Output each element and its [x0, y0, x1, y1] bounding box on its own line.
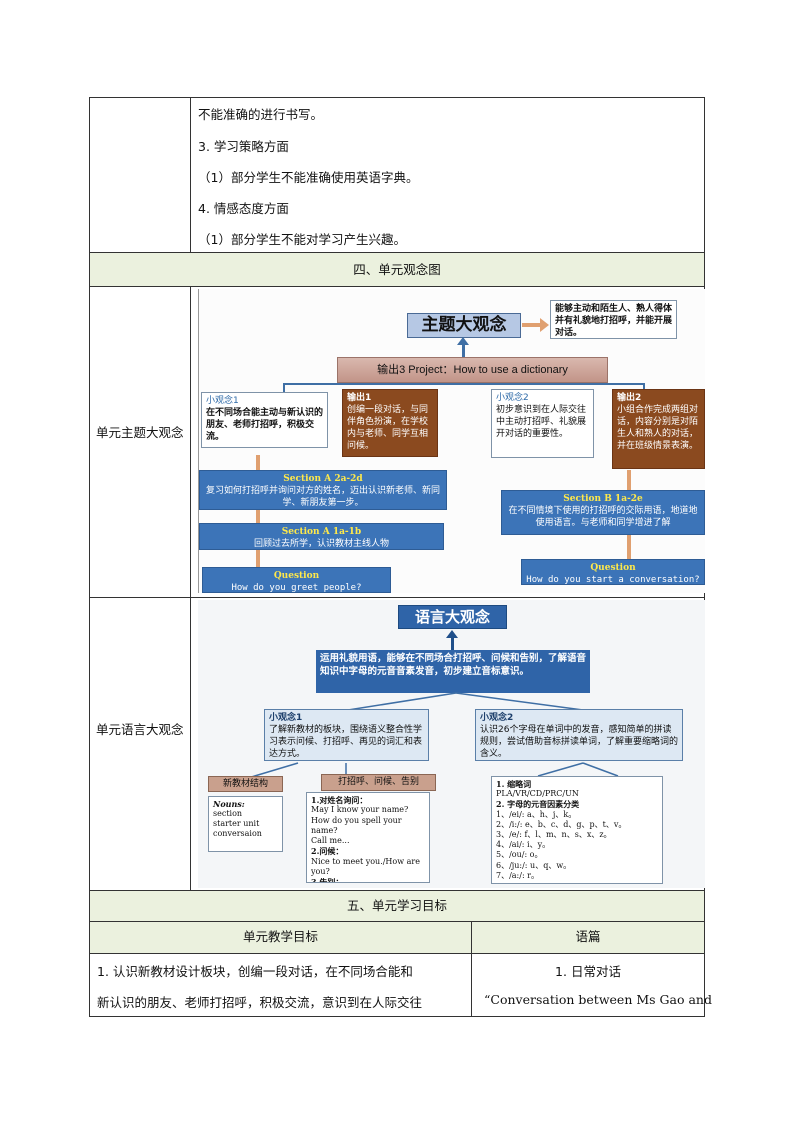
list-line: 1.对姓名询问： [311, 795, 368, 805]
theme-idea2-box: 小观念2 初步意识到在人际交往中主动打招呼、礼貌展开对话的重要性。 [491, 389, 594, 458]
language-idea1-box: 小观念1 了解新教材的板块，围绕语义整合性学习表示问候、打招呼、再见的词汇和表达… [264, 709, 429, 761]
row2-label: 单元语言大观念 [96, 722, 184, 737]
nouns-heading: Nouns: [213, 799, 245, 809]
lang-idea1-title: 小观念1 [269, 713, 303, 723]
language-idea2-box: 小观念2 认识26个字母在单词中的发音，感知简单的拼读规则，尝试借助音标拼读单词… [475, 709, 683, 761]
section-a-2a-2d-box: Section A 2a-2d 复习如何打招呼并询问对方的姓名，迈出认识新老师、… [199, 470, 447, 510]
lang-idea2-text: 认识26个字母在单词中的发音，感知简单的拼读规则，尝试借助音标拼读单词，了解重要… [480, 725, 679, 759]
idea1-title: 小观念1 [206, 396, 239, 406]
section-a2-text: 复习如何打招呼并询问对方的姓名，迈出认识新老师、新同学、新朋友第一步。 [205, 486, 440, 508]
list-line: 1. 缩略词 [496, 779, 532, 789]
question1-title: Question [273, 571, 320, 581]
section-a-1a-1b-box: Section A 1a-1b 回顾过去所学，认识教材主线人物 [199, 523, 444, 550]
text-cell [471, 953, 705, 1017]
section-a1-title: Section A 1a-1b [281, 527, 362, 537]
arrow-right-icon-head [540, 318, 549, 332]
tag-greetings: 打招呼、问候、告别 [321, 774, 436, 791]
list-line: Call me... [311, 836, 350, 846]
text-line: “Conversation between Ms Gao and [484, 992, 712, 1007]
text-line: （1）部分学生不能准确使用英语字典。 [198, 170, 419, 185]
output1-title: 输出1 [347, 393, 372, 403]
connector-lines [247, 692, 619, 779]
col-header-texts: 语篇 [471, 921, 705, 954]
question2-title: Question [590, 563, 636, 573]
lang-idea2-title: 小观念2 [480, 713, 514, 723]
section-b-box: Section B 1a-2e 在不同情境下使用的打招呼的交际用语，地道地使用语… [501, 490, 705, 535]
list-line: 7、/a:/: r。 [496, 870, 540, 880]
up-arrow-line [451, 636, 454, 650]
output2-text: 小组合作完成两组对话，内容分别是对陌生人和熟人的对话，并在班级情景表演。 [617, 405, 699, 451]
list-line: 4、/ai/: i、y。 [496, 840, 551, 850]
theme-note: 能够主动和陌生人、熟人得体并有礼貌地打招呼，并能开展对话。 [550, 300, 677, 339]
arrow-up-icon [457, 337, 469, 345]
nouns-box: Nouns: section starter unit conversaion [208, 796, 283, 852]
arrow-up-icon [627, 470, 631, 490]
question1-text: How do you greet people? [231, 583, 362, 593]
arrow-up-icon [627, 535, 631, 559]
list-line: How do you spell your name? [311, 815, 402, 835]
list-line: 1、/ei/: a、h、j、k。 [496, 809, 577, 819]
language-main-box: 语言大观念 [398, 605, 507, 629]
list-line: 5、/ou/: o。 [496, 850, 543, 860]
output1-text: 创编一段对话，与同伴角色扮演，在学校内与老师、同学互相问候。 [347, 405, 429, 451]
col-header-goals: 单元教学目标 [89, 921, 472, 954]
connector-line [283, 383, 285, 392]
list-line: 2. 字母的元音因素分类 [496, 799, 580, 810]
top-label-cell [89, 97, 191, 253]
noun-item: section [213, 809, 243, 818]
section-a1-text: 回顾过去所学，认识教材主线人物 [253, 539, 389, 549]
section5-heading: 五、单元学习目标 [89, 890, 705, 922]
goal-line: 新认识的朋友、老师打招呼，积极交流，意识到在人际交往 [97, 995, 423, 1010]
output1-box: 输出1 创编一段对话，与同伴角色扮演，在学校内与老师、同学互相问候。 [342, 389, 438, 457]
up-arrow-line [462, 343, 465, 357]
text-line: 3. 学习策略方面 [198, 139, 289, 154]
row1-label: 单元主题大观念 [96, 425, 184, 440]
list-line: 6、/ju:/: u、q、w。 [496, 860, 572, 870]
arrow-up-icon [256, 510, 260, 523]
noun-item: starter unit [213, 819, 260, 828]
arrow-up-icon [446, 630, 458, 638]
list-line: 3.告别： [311, 877, 344, 883]
theme-idea1-box: 小观念1 在不同场合能主动与新认识的朋友、老师打招呼，积极交流。 [201, 392, 328, 448]
theme-main-box: 主题大观念 [407, 313, 521, 338]
arrow-right-icon [522, 323, 540, 327]
section4-heading: 四、单元观念图 [89, 252, 705, 287]
idea2-title: 小观念2 [496, 393, 529, 403]
noun-item: conversaion [213, 829, 262, 838]
connector-line [643, 383, 645, 390]
list-line: 2、/i:/: e、b、c、d、g、p、t、v。 [496, 819, 627, 829]
list-line: Nice to meet you./How are you? [311, 856, 420, 877]
idea2-text: 初步意识到在人际交往中主动打招呼、礼貌展开对话的重要性。 [496, 405, 587, 439]
text-title: 1. 日常对话 [555, 964, 621, 979]
tag-textbook-structure: 新教材结构 [208, 776, 283, 792]
text-line: 不能准确的进行书写。 [198, 107, 324, 122]
arrow-up-icon [256, 550, 260, 567]
question2-box: Question How do you start a conversation… [521, 559, 705, 585]
text-line: 4. 情感态度方面 [198, 201, 289, 216]
list-line: PLA/VR/CD/PRC/UN [496, 789, 579, 799]
goal-line: 1. 认识新教材设计板块，创编一段对话，在不同场合能和 [97, 964, 413, 979]
output2-box: 输出2 小组合作完成两组对话，内容分别是对陌生人和熟人的对话，并在班级情景表演。 [612, 389, 705, 469]
phrases-box: 1.对姓名询问：May I know your name?How do you … [306, 792, 430, 883]
output2-title: 输出2 [617, 393, 642, 403]
question2-text: How do you start a conversation? [526, 575, 700, 585]
idea1-text: 在不同场合能主动与新认识的朋友、老师打招呼，积极交流。 [206, 408, 324, 442]
question1-box: Question How do you greet people? [202, 567, 391, 593]
section-b-text: 在不同情境下使用的打招呼的交际用语，地道地使用语言。与老师和同学增进了解 [508, 506, 698, 528]
list-line: 2.问候： [311, 846, 344, 857]
connector-line [283, 383, 645, 385]
section-b-title: Section B 1a-2e [563, 494, 643, 504]
lang-idea1-text: 了解新教材的板块，围绕语义整合性学习表示问候、打招呼、再见的词汇和表达方式。 [269, 725, 423, 759]
list-line: May I know your name? [311, 805, 409, 815]
section-a2-title: Section A 2a-2d [283, 474, 363, 484]
language-note-box: 运用礼貌用语，能够在不同场合打招呼、问候和告别，了解语音知识中字母的元音音素发音… [316, 650, 590, 693]
list-line: 3、/e/: f、l、m、n、s、x、z。 [496, 830, 612, 840]
text-line: （1）部分学生不能对学习产生兴趣。 [198, 232, 406, 247]
output3-bar: 输出3 Project：How to use a dictionary [337, 357, 608, 383]
arrow-up-icon [256, 455, 260, 470]
